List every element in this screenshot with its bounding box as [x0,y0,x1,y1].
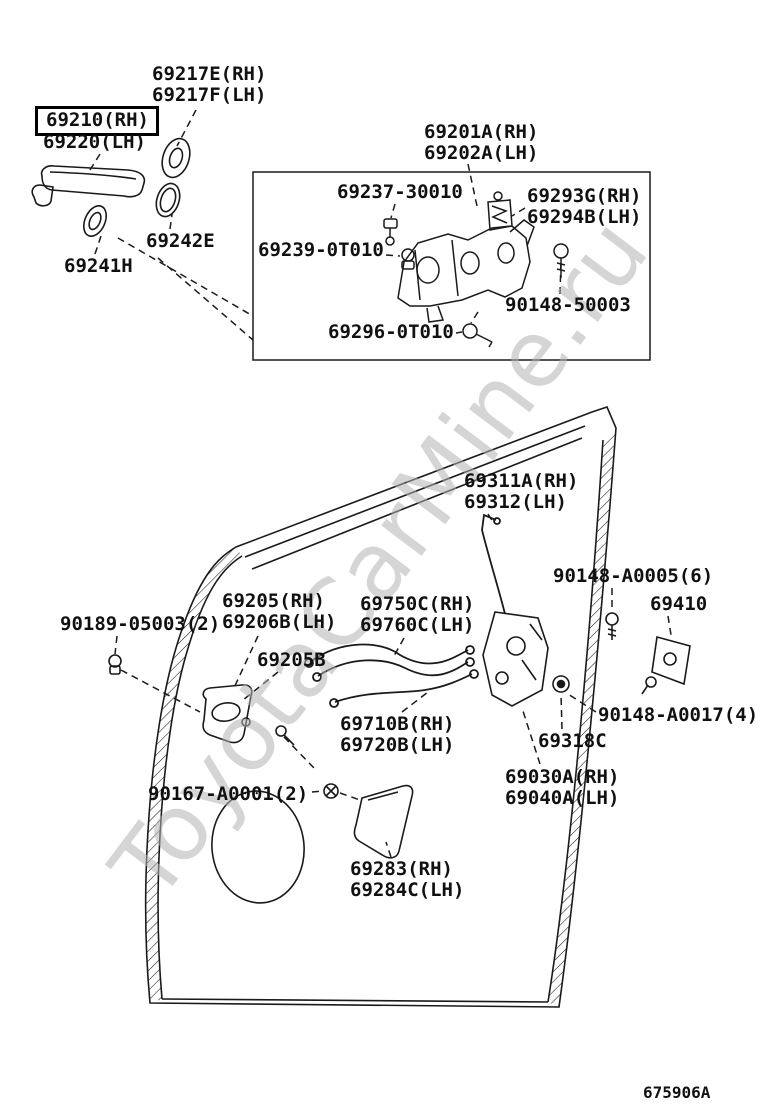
part-label-90189[interactable]: 90189-05003(2) [60,613,221,635]
part-label-69205[interactable]: 69205(RH) 69206B(LH) [222,591,336,633]
part-label-69201[interactable]: 69201A(RH) 69202A(LH) [424,122,538,164]
part-label-69217-line1: 69217E(RH) [152,63,267,85]
frame-assembly-art [383,191,569,348]
part-label-69710[interactable]: 69710B(RH) 69720B(LH) [340,714,454,756]
outer-handle-art [31,137,191,237]
part-label-69318C[interactable]: 69318C [538,730,607,752]
part-label-69283-line1: 69283(RH) [350,858,453,880]
part-label-69030-line1: 69030A(RH) [505,766,620,788]
part-label-69239[interactable]: 69239-0T010 [258,239,384,261]
part-label-90148-A0005[interactable]: 90148-A0005(6) [553,565,714,587]
bezel-art [353,784,414,859]
leader-lines [89,109,672,858]
inside-handle-art [202,684,295,746]
part-label-69241H[interactable]: 69241H [64,255,133,277]
lock-rod-art [481,513,506,615]
part-label-69237[interactable]: 69237-30010 [337,181,463,203]
part-label-69030-line2: 69040A(LH) [505,787,620,809]
diagram-code: 675906A [643,1083,711,1102]
part-label-69217[interactable]: 69217E(RH) 69217F(LH) [152,64,266,106]
part-label-69750-line1: 69750C(RH) [360,593,475,615]
part-label-69283[interactable]: 69283(RH) 69284C(LH) [350,859,464,901]
part-label-69750[interactable]: 69750C(RH) 69760C(LH) [360,594,474,636]
part-label-69293-line1: 69293G(RH) [527,185,642,207]
door-panel-art [144,406,617,1008]
part-label-69210: 69210(RH) [46,109,149,131]
part-label-69296[interactable]: 69296-0T010 [328,321,454,343]
cable-art [304,643,479,708]
part-label-69750-line2: 69760C(LH) [360,614,475,636]
assembly-box [252,171,651,361]
part-label-69030[interactable]: 69030A(RH) 69040A(LH) [505,767,619,809]
part-label-90148-A0017[interactable]: 90148-A0017(4) [598,704,759,726]
part-label-69201-line1: 69201A(RH) [424,121,539,143]
part-label-69293[interactable]: 69293G(RH) 69294B(LH) [527,186,641,228]
lock-assembly-art [482,611,549,707]
part-label-69311[interactable]: 69311A(RH) 69312(LH) [464,471,578,513]
part-label-69205-line1: 69205(RH) [222,590,325,612]
part-label-90167[interactable]: 90167-A0001(2) [148,783,309,805]
part-label-69710-line2: 69720B(LH) [340,734,455,756]
part-label-69710-line1: 69710B(RH) [340,713,455,735]
part-label-90148-50003[interactable]: 90148-50003 [505,294,631,316]
part-label-69293-line2: 69294B(LH) [527,206,642,228]
part-label-69201-line2: 69202A(LH) [424,142,539,164]
striker-art [641,635,691,695]
fastener-art [108,612,619,799]
part-label-69217-line2: 69217F(LH) [152,84,267,106]
part-label-69220[interactable]: 69220(LH) [43,131,146,153]
selected-part-box[interactable]: 69210(RH) [35,106,159,136]
part-label-69205-line2: 69206B(LH) [222,611,337,633]
part-label-69311-line2: 69312(LH) [464,491,567,513]
part-label-69283-line2: 69284C(LH) [350,879,465,901]
part-label-69205B[interactable]: 69205B [257,649,326,671]
part-label-69311-line1: 69311A(RH) [464,470,579,492]
part-label-69242E[interactable]: 69242E [146,230,215,252]
part-label-69410[interactable]: 69410 [650,593,708,615]
